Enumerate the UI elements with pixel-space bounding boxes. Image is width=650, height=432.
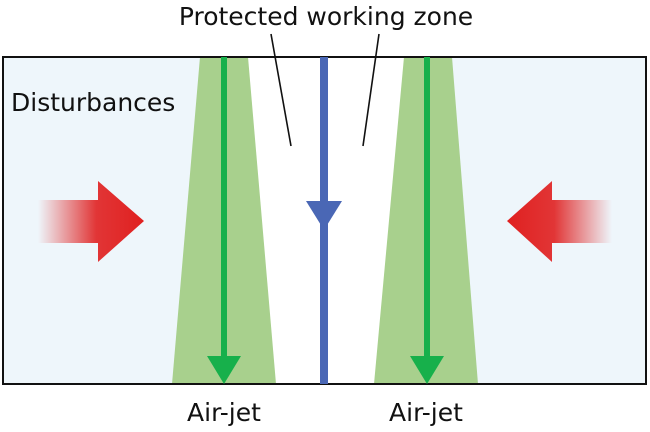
leader-line-right [362, 33, 380, 147]
center-flow-arrow-icon [306, 57, 342, 384]
left-jet-arrow-icon [207, 57, 241, 384]
leader-line-left [270, 33, 292, 147]
protected-zone-title: Protected working zone [179, 2, 473, 31]
disturbances-label: Disturbances [11, 88, 175, 117]
right-jet-arrow-icon [410, 57, 444, 384]
air-jet-right-label: Air-jet [389, 398, 463, 427]
air-jet-left-label: Air-jet [187, 398, 261, 427]
disturbance-arrow-left-icon [38, 181, 144, 262]
disturbance-arrow-right-icon [507, 181, 612, 262]
